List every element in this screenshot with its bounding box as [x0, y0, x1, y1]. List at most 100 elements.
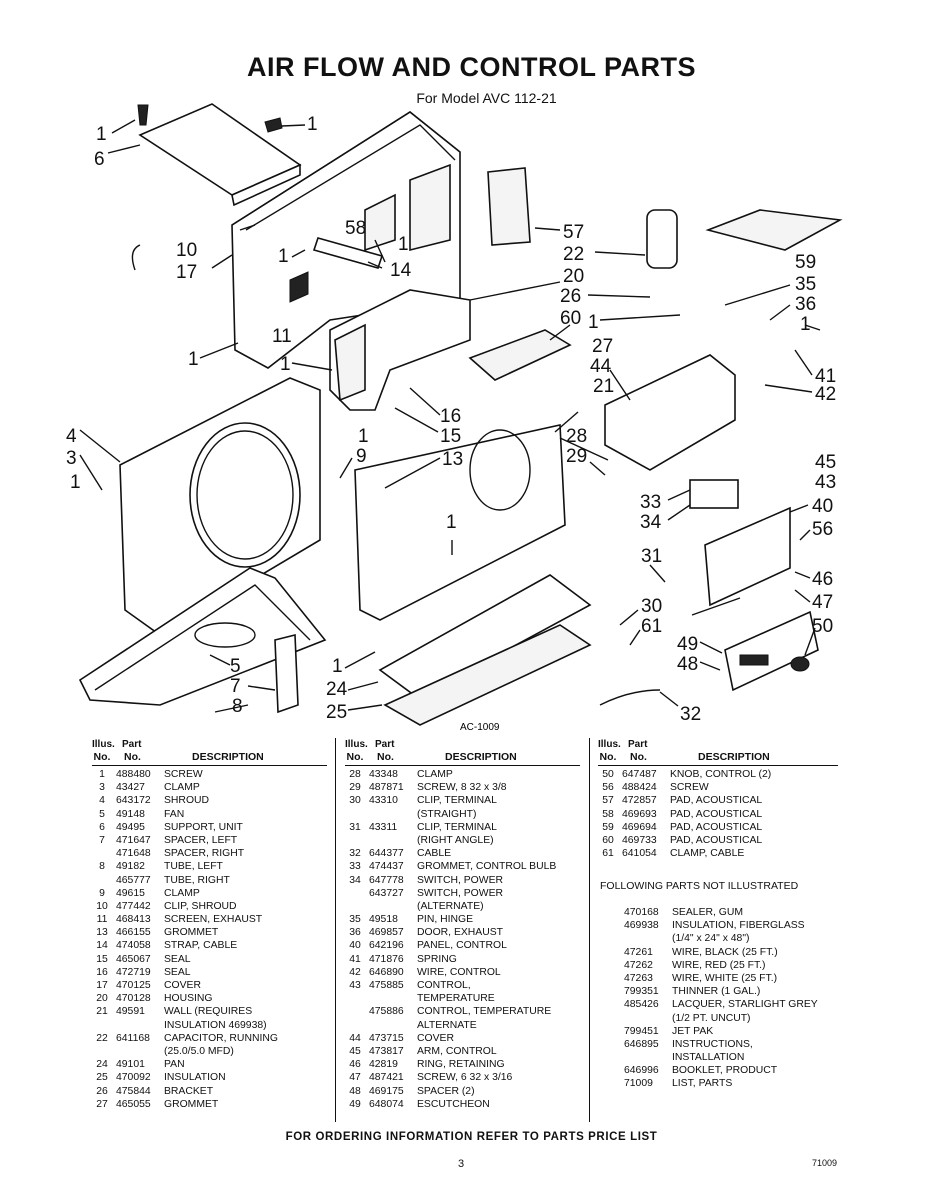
part-number: 469694 — [622, 821, 657, 833]
description: CLIP, TERMINAL — [417, 821, 497, 833]
description: LACQUER, STARLIGHT GREY — [672, 999, 818, 1011]
part-number: 471648 — [116, 848, 151, 860]
callout-60: 60 — [560, 308, 581, 329]
illus-number: 50 — [602, 769, 614, 780]
part-number: 646890 — [369, 966, 404, 978]
illus-number: 58 — [602, 808, 614, 820]
part-base-support — [78, 567, 327, 706]
part-pad-acoustical-57 — [487, 167, 531, 246]
description: SCREW — [164, 769, 203, 780]
description: COVER — [164, 980, 201, 991]
callout-61: 61 — [641, 616, 662, 637]
part-number: 475886 — [369, 1006, 404, 1018]
callout-32: 32 — [680, 704, 701, 725]
illus-number: 24 — [96, 1059, 108, 1071]
illus-number: 41 — [349, 953, 361, 965]
part-number: 49518 — [369, 914, 398, 926]
illus-number: 57 — [602, 795, 614, 807]
page-subtitle: For Model AVC 112-21 — [416, 90, 557, 106]
part-number: 465055 — [116, 1098, 151, 1110]
table-header-row: Illus.Part — [598, 738, 838, 751]
part-clip-shroud — [131, 244, 141, 271]
illus-number: 22 — [96, 1032, 108, 1044]
description: PANEL, CONTROL — [417, 940, 507, 952]
callout-1: 1 — [307, 114, 318, 135]
callout-27: 27 — [592, 336, 613, 357]
part-number: 71009 — [624, 1078, 653, 1090]
part-number: 648074 — [369, 1098, 404, 1110]
part-number: 468413 — [116, 914, 151, 926]
part-number: 642196 — [369, 940, 404, 952]
description: GROMMET — [164, 1098, 219, 1110]
drawing-code: AC-1009 — [460, 722, 500, 733]
description: WIRE, BLACK (25 FT.) — [672, 946, 778, 958]
callout-1: 1 — [188, 349, 199, 370]
callout-40: 40 — [812, 496, 833, 517]
table-row: TEMPERATURE — [345, 992, 580, 1005]
description: CLAMP, CABLE — [670, 848, 745, 860]
callout-45: 45 — [815, 452, 836, 473]
illus-number: 56 — [602, 782, 614, 794]
part-number: 646996 — [624, 1065, 659, 1077]
description: (1/2 PT. UNCUT) — [672, 1012, 751, 1024]
description: INSULATION — [164, 1072, 226, 1084]
description: WIRE, WHITE (25 FT.) — [672, 972, 778, 984]
callout-6: 6 — [94, 149, 105, 170]
callout-1: 1 — [278, 246, 289, 267]
header-illus: Illus. — [345, 739, 368, 750]
table-row: (RIGHT ANGLE) — [345, 834, 580, 847]
illus-number: 35 — [349, 914, 361, 926]
part-number: 475844 — [116, 1085, 151, 1097]
description: CAPACITOR, RUNNING — [164, 1032, 278, 1044]
description: KNOB, CONTROL (2) — [670, 769, 772, 780]
part-number: 465067 — [116, 953, 151, 965]
part-support-unit — [137, 103, 302, 207]
callout-1: 1 — [588, 312, 599, 333]
part-number: 469693 — [622, 808, 657, 820]
table-header-row: Illus.Part — [345, 738, 580, 751]
description: JET PAK — [672, 1025, 714, 1037]
part-number: 469733 — [622, 834, 657, 846]
description: COVER — [417, 1032, 454, 1044]
table-header-row: No.No.DESCRIPTION — [92, 751, 327, 766]
illus-number: 59 — [602, 821, 614, 833]
part-number: 488424 — [622, 782, 657, 794]
part-escutcheon — [724, 610, 819, 692]
part-number: 469857 — [369, 927, 404, 939]
callout-29: 29 — [566, 446, 587, 467]
part-switch-power — [689, 479, 739, 509]
description: SCREW, 8 32 x 3/8 — [417, 782, 507, 794]
part-number: 473817 — [369, 1045, 404, 1057]
illus-number: 60 — [602, 834, 614, 846]
part-number: 474058 — [116, 940, 151, 952]
part-number: 466155 — [116, 927, 151, 939]
part-number: 473715 — [369, 1032, 404, 1044]
callout-59: 59 — [795, 252, 816, 273]
callout-1: 1 — [332, 656, 343, 677]
callout-1: 1 — [446, 512, 457, 533]
header-no: No. — [93, 751, 111, 763]
illus-number: 45 — [349, 1045, 361, 1057]
callout-31: 31 — [641, 546, 662, 567]
illus-number: 29 — [349, 782, 361, 794]
callout-47: 47 — [812, 592, 833, 613]
table-row: (25.0/5.0 MFD) — [92, 1045, 327, 1058]
callout-26: 26 — [560, 286, 581, 307]
callout-44: 44 — [590, 356, 612, 377]
part-number: 475885 — [369, 980, 404, 991]
illus-number: 6 — [99, 821, 105, 833]
callout-8: 8 — [232, 696, 243, 717]
